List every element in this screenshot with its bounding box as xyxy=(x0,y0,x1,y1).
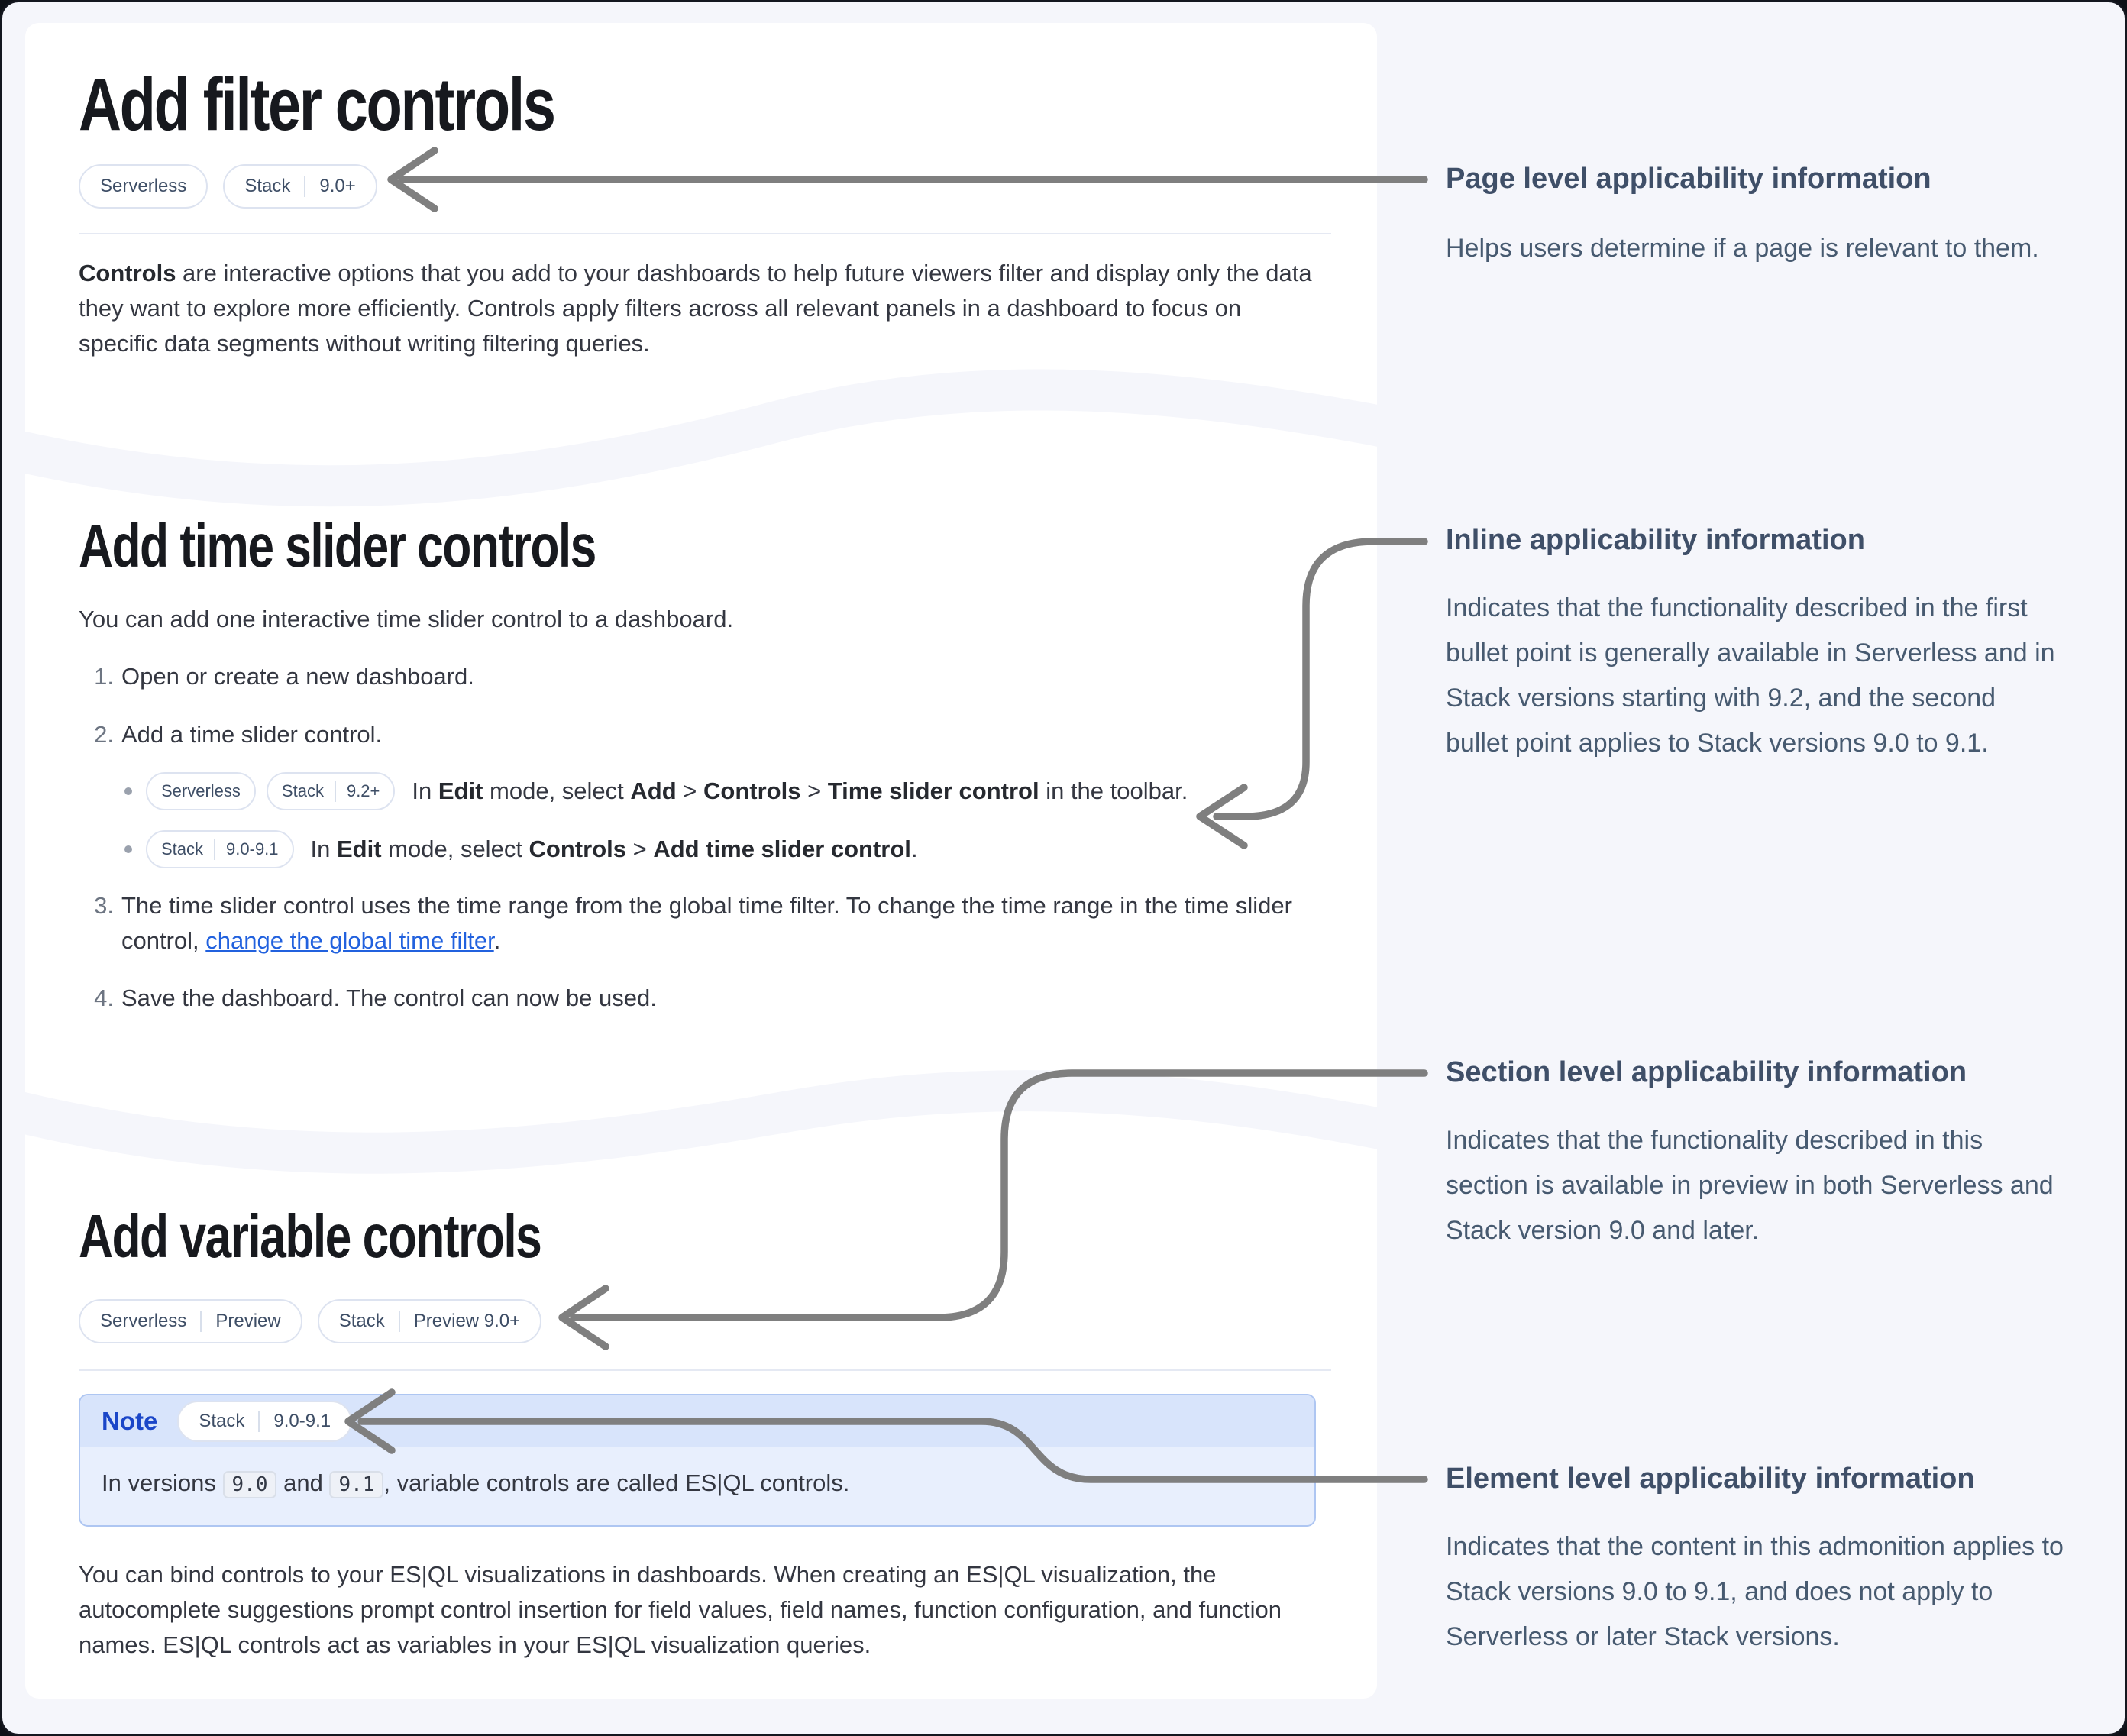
annotation-body: Helps users determine if a page is relev… xyxy=(1446,234,2039,263)
badge-stack-label: Stack xyxy=(244,176,291,196)
badge-serverless: Serverless xyxy=(79,164,208,209)
badge-divider xyxy=(398,1311,400,1332)
bullet-dot xyxy=(124,845,132,853)
badge-stack-label: Stack xyxy=(338,1311,385,1331)
intro-paragraph: Controls are interactive options that yo… xyxy=(79,256,1316,361)
annotation-heading: Page level applicability information xyxy=(1446,163,1931,195)
section-heading-time-slider: Add time slider controls xyxy=(79,512,596,580)
bullet-2-text: In Edit mode, select Controls > Add time… xyxy=(310,836,918,862)
step-3-text: The time slider control uses the time ra… xyxy=(121,892,1292,954)
badge-divider xyxy=(258,1411,260,1432)
bullet-dot xyxy=(124,787,132,795)
inline-badge-serverless-label: Serverless xyxy=(161,781,241,800)
inline-badge-stack-label: Stack xyxy=(281,781,324,800)
step-1-number: 1. xyxy=(94,663,114,690)
section-badges: Serverless Preview Stack Preview 9.0+ xyxy=(79,1299,542,1343)
intro-bold-term: Controls xyxy=(79,260,176,286)
global-time-filter-link[interactable]: change the global time filter xyxy=(205,927,494,954)
inline-badge-stack-92: Stack 9.2+ xyxy=(266,772,396,810)
note-admonition: Note Stack 9.0-9.1 In versions 9.0 and 9… xyxy=(79,1394,1316,1527)
step-4-text: Save the dashboard. The control can now … xyxy=(121,984,657,1011)
bullet-serverless-stack-92: Serverless Stack 9.2+ In Edit mode, sele… xyxy=(124,772,1188,810)
annotation-section-level: Section level applicability information … xyxy=(1446,1056,2064,1253)
annotation-heading: Element level applicability information xyxy=(1446,1463,1975,1495)
inline-badge-stack-version: 9.2+ xyxy=(346,781,380,800)
divider-rule xyxy=(79,1369,1331,1371)
variable-controls-paragraph: You can bind controls to your ES|QL visu… xyxy=(79,1561,1282,1658)
inline-badge-stack-label: Stack xyxy=(161,839,204,858)
badge-stack-preview: Stack Preview 9.0+ xyxy=(317,1299,542,1343)
step-2: 2. Add a time slider control. xyxy=(79,717,1308,752)
badge-stack-version: 9.0+ xyxy=(319,176,356,196)
note-label: Note xyxy=(102,1407,158,1435)
note-badge-stack-label: Stack xyxy=(199,1411,245,1431)
badge-serverless-preview: Serverless Preview xyxy=(79,1299,302,1343)
badge-preview-label: Preview xyxy=(215,1311,281,1331)
step-4-number: 4. xyxy=(94,984,114,1011)
note-header: Note Stack 9.0-9.1 xyxy=(80,1395,1314,1447)
annotation-page-level: Page level applicability information Hel… xyxy=(1446,163,2064,271)
annotation-body: Indicates that the functionality describ… xyxy=(1446,593,2055,758)
inline-badge-stack-version: 9.0-9.1 xyxy=(226,839,279,858)
inline-badge-stack-9091: Stack 9.0-9.1 xyxy=(146,830,294,868)
section-heading-variable-controls: Add variable controls xyxy=(79,1202,542,1270)
step-3-number: 3. xyxy=(94,892,114,919)
time-slider-intro: You can add one interactive time slider … xyxy=(79,606,734,632)
annotation-body: Indicates that the content in this admon… xyxy=(1446,1532,2064,1651)
badge-divider xyxy=(214,839,216,860)
note-badge-stack: Stack 9.0-9.1 xyxy=(177,1401,353,1442)
badge-serverless-label: Serverless xyxy=(100,1311,187,1331)
badge-divider xyxy=(334,781,336,802)
badge-divider xyxy=(304,176,306,197)
wave-divider-top xyxy=(25,369,1377,507)
intro-text: are interactive options that you add to … xyxy=(79,260,1312,357)
wave-divider-bottom xyxy=(25,1070,1377,1174)
badge-stack: Stack 9.0+ xyxy=(223,164,377,209)
page-title: Add filter controls xyxy=(79,63,556,146)
badge-preview-version: Preview 9.0+ xyxy=(413,1311,521,1331)
annotation-inline-level: Inline applicability information Indicat… xyxy=(1446,524,2064,766)
annotation-element-level: Element level applicability information … xyxy=(1446,1463,2064,1660)
note-badge-version: 9.0-9.1 xyxy=(273,1411,331,1431)
step-3: 3. The time slider control uses the time… xyxy=(79,888,1308,959)
annotation-body: Indicates that the functionality describ… xyxy=(1446,1126,2054,1245)
badge-divider xyxy=(200,1311,202,1332)
step-1-text: Open or create a new dashboard. xyxy=(121,663,474,690)
step-4: 4. Save the dashboard. The control can n… xyxy=(79,981,1308,1016)
page-badges: Serverless Stack 9.0+ xyxy=(79,164,377,209)
annotation-heading: Section level applicability information xyxy=(1446,1056,1967,1088)
code-version-91: 9.1 xyxy=(329,1471,384,1498)
step-2-number: 2. xyxy=(94,721,114,748)
step-1: 1. Open or create a new dashboard. xyxy=(79,659,1308,694)
bullet-1-text: In Edit mode, select Add > Controls > Ti… xyxy=(412,777,1188,804)
badge-serverless-label: Serverless xyxy=(100,176,187,196)
note-body: In versions 9.0 and 9.1, variable contro… xyxy=(80,1447,1314,1525)
divider-rule xyxy=(79,233,1331,234)
inline-badge-serverless: Serverless xyxy=(146,772,256,810)
annotation-heading: Inline applicability information xyxy=(1446,524,1865,556)
step-2-text: Add a time slider control. xyxy=(121,721,383,748)
code-version-90: 9.0 xyxy=(222,1471,277,1498)
bullet-stack-90-91: Stack 9.0-9.1 In Edit mode, select Contr… xyxy=(124,830,918,868)
